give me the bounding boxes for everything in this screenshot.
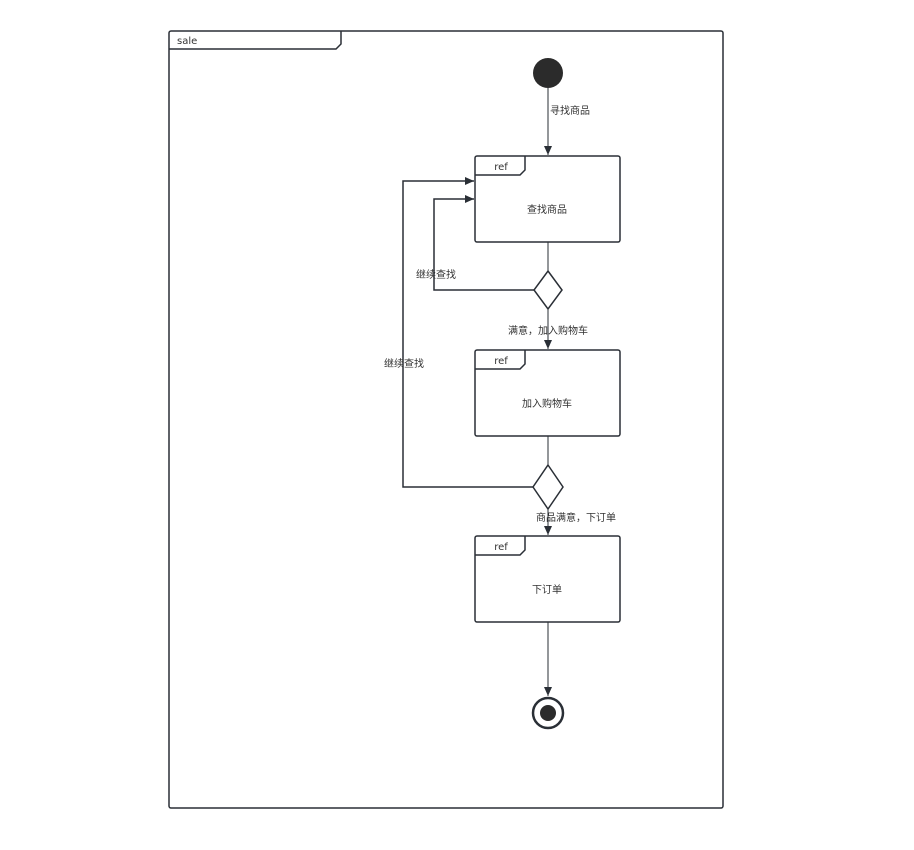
initial-node[interactable] — [533, 58, 563, 88]
edge-label-continue-1: 继续查找 — [416, 268, 456, 281]
edge-d2-to-order[interactable]: 商品满意，下订单 — [536, 509, 616, 535]
frame-sale: sale — [168, 30, 724, 809]
edge-label-satisfied-cart: 满意，加入购物车 — [508, 324, 588, 337]
ref-tab — [475, 156, 526, 176]
edge-start-to-find[interactable]: 寻找商品 — [544, 88, 590, 155]
edge-label-find-goods: 寻找商品 — [550, 104, 590, 117]
edge-d1-loop[interactable]: 继续查找 — [416, 195, 534, 291]
ref-label: 查找商品 — [527, 203, 567, 216]
ref-tab — [475, 536, 526, 556]
ref-label: 加入购物车 — [522, 397, 572, 410]
ref-tab — [475, 350, 526, 370]
edge-d1-to-cart[interactable]: 满意，加入购物车 — [508, 309, 588, 349]
frame-tab — [169, 31, 342, 50]
ref-place-order[interactable]: ref 下订单 — [474, 535, 621, 623]
edge-label-continue-2: 继续查找 — [384, 357, 424, 370]
ref-tag: ref — [494, 542, 508, 553]
edge-d2-loop[interactable]: 继续查找 — [384, 177, 533, 488]
ref-find-goods[interactable]: ref 查找商品 — [474, 155, 621, 243]
final-node-dot — [540, 705, 556, 721]
ref-tag: ref — [494, 162, 508, 173]
ref-tag: ref — [494, 356, 508, 367]
ref-label: 下订单 — [532, 584, 562, 596]
final-node[interactable] — [531, 696, 565, 730]
ref-add-cart[interactable]: ref 加入购物车 — [474, 349, 621, 437]
edge-label-satisfied-order: 商品满意，下订单 — [536, 511, 616, 524]
frame-name: sale — [177, 36, 197, 47]
frame-border — [168, 30, 724, 809]
